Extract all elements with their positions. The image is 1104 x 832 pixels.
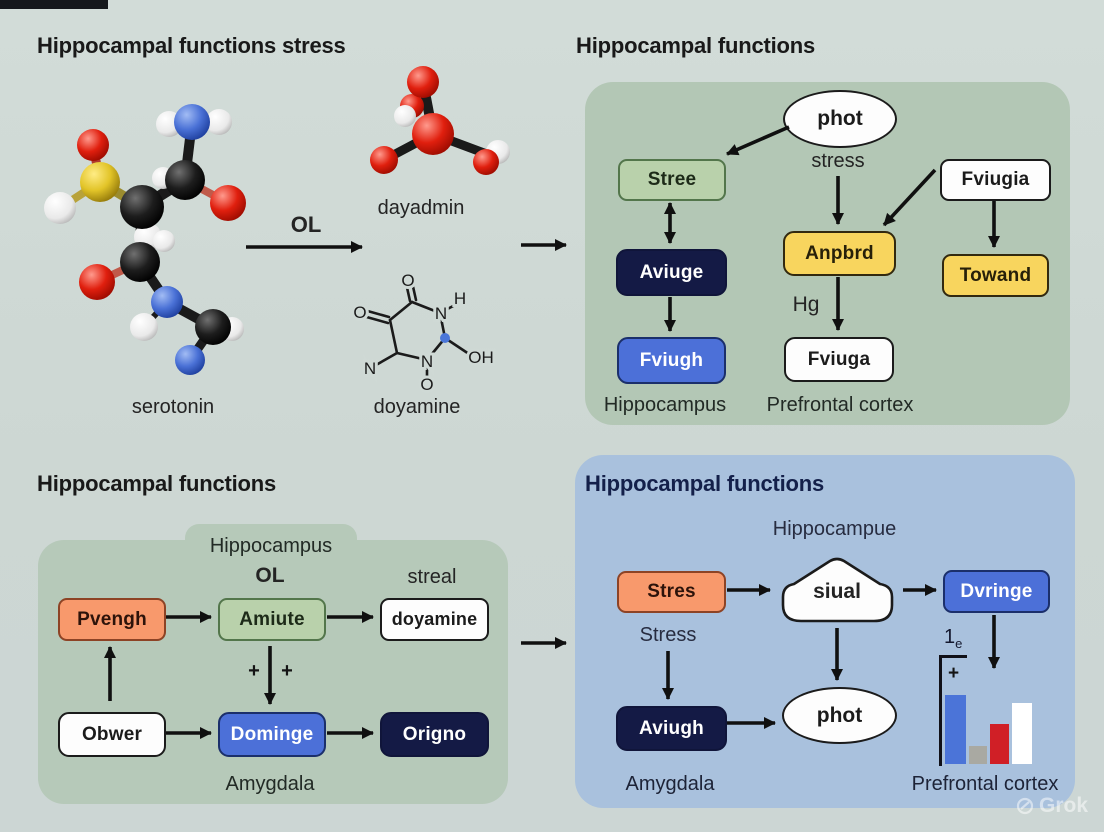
axis-one: 1 (944, 626, 956, 648)
title-bottom-right: Hippocampal functions (585, 471, 825, 496)
mini-bar-chart-bars (945, 694, 1032, 764)
reaction-label-ol: OL (290, 212, 322, 237)
grok-watermark-text: Grok (1039, 794, 1089, 817)
serotonin-molecule (44, 104, 246, 375)
towand-box: Towand (942, 254, 1049, 297)
title-top-right: Hippocampal functions (576, 33, 816, 58)
plus-right: + (281, 660, 293, 682)
atom-n-bottom: N (421, 352, 433, 371)
mini-bar-4 (1012, 703, 1032, 764)
doyamine-label: doyamine (373, 396, 461, 418)
mini-bar-1 (945, 695, 966, 764)
pvengh-box: Pvengh (58, 598, 166, 641)
hg-label: Hg (792, 293, 820, 316)
hippocampus-tab-label: Hippocampus (209, 535, 333, 557)
mini-chart-plus: + (948, 663, 960, 684)
panel-bottom-left (38, 540, 508, 804)
axis-sub-e: e (955, 636, 963, 651)
doyamine-structure: O N H OH N O N O (350, 268, 496, 397)
blue-nitrogen-dot (440, 333, 450, 343)
aviuge-box: Aviuge (616, 249, 727, 296)
siual-label: siual (813, 580, 861, 603)
mini-bar-3 (990, 724, 1009, 764)
dayadmin-label: dayadmin (377, 197, 465, 219)
fviugia-box: Fviugia (940, 159, 1051, 201)
aviugh-box: Aviugh (616, 706, 727, 751)
ol-label-bottom-left: OL (255, 564, 285, 587)
mini-chart-axis-tick (939, 655, 967, 658)
atom-oh: OH (468, 348, 494, 367)
phot-ellipse-bottom: phot (782, 687, 897, 744)
atom-n-ring: N (435, 304, 447, 323)
amiute-box: Amiute (218, 598, 326, 641)
title-bottom-left: Hippocampal functions (37, 471, 277, 496)
doyamine-box: doyamine (380, 598, 489, 641)
fviuga-box: Fviuga (784, 337, 894, 382)
stree-box: Stree (618, 159, 726, 201)
hippocampue-label: Hippocampue (772, 518, 897, 540)
dominge-box: Dominge (218, 712, 326, 757)
atom-o-left: O (353, 303, 366, 322)
streal-label: streal (407, 566, 457, 588)
title-top-left: Hippocampal functions stress (37, 33, 346, 58)
origno-box: Origno (380, 712, 489, 757)
phot-ellipse-top: phot (783, 90, 897, 148)
fviugh-box: Fviugh (617, 337, 726, 384)
hippocampus-label-top-right: Hippocampus (603, 394, 727, 416)
dvringe-box: Dvringe (943, 570, 1050, 613)
amygdala-label-bottom-right: Amygdala (625, 773, 715, 795)
stres-box: Stres (617, 571, 726, 613)
atom-h-ring: H (454, 289, 466, 308)
obwer-box: Obwer (58, 712, 166, 757)
mini-chart-y-axis (939, 655, 942, 766)
atom-n-left: N (364, 359, 376, 378)
serotonin-label: serotonin (131, 396, 215, 418)
anpbrd-box: Anpbrd (783, 231, 896, 276)
prefrontal-label-bottom-right: Prefrontal cortex (911, 773, 1059, 795)
grok-logo-icon (1016, 797, 1034, 815)
axis-annotation-1e: 1e (944, 626, 962, 651)
prefrontal-label-top-right: Prefrontal cortex (766, 394, 914, 416)
top-edge-artifact (0, 0, 108, 9)
plus-left: + (248, 660, 260, 682)
grok-watermark: Grok (1016, 794, 1088, 818)
stress-label-bottom-right: Stress (639, 624, 697, 646)
stress-label-top-right: stress (811, 150, 865, 172)
atom-o-bottom: O (420, 375, 433, 394)
mini-bar-2 (969, 746, 987, 764)
amygdala-label-bottom-left: Amygdala (225, 773, 315, 795)
siual-cloud-shape (781, 557, 894, 623)
dayadmin-molecule (370, 66, 510, 175)
atom-o-top: O (401, 271, 414, 290)
